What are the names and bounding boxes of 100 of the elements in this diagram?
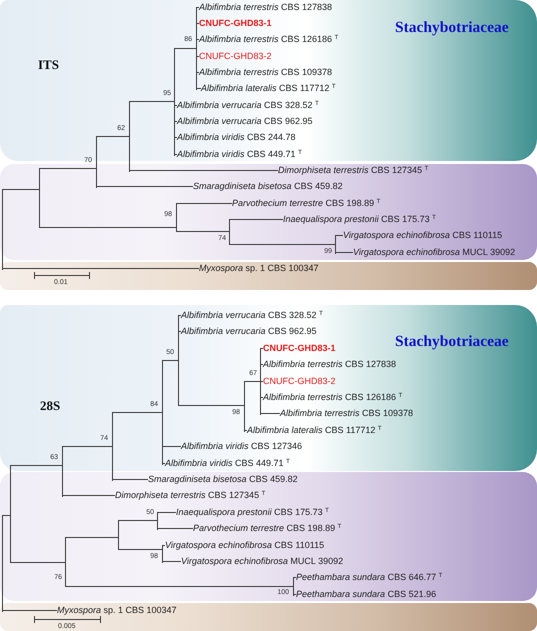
branch-line (162, 545, 166, 546)
branch-line (162, 463, 166, 464)
branch-line (174, 137, 178, 138)
branch-line (178, 405, 244, 406)
family-name: Stachybotriaceae (395, 333, 509, 351)
branch-line (196, 39, 200, 40)
node-line (196, 7, 197, 90)
taxon-label: Smaragdiniseta bisetosa CBS 459.82 (148, 474, 298, 485)
branch-line (112, 412, 162, 413)
branch-line (62, 446, 112, 447)
taxon-label: Peethambara sundara CBS 646.77 $^{T}$ (296, 572, 442, 584)
branch-line (196, 72, 200, 73)
taxon-label: Albifimbria terrestris CBS 127838 (263, 359, 396, 370)
branch-line (294, 594, 296, 595)
branch-line (336, 235, 344, 236)
taxon-label: Virgatospora echinofibrosa MUCL 39092 (353, 246, 516, 258)
taxon-label: Albifimbria verrucaria CBS 328.52 $^{T}$ (181, 310, 323, 321)
node-line (162, 360, 163, 465)
family-name: Stachybotriaceae (395, 19, 509, 37)
taxon-label: Albifimbria terrestris CBS 127838 (199, 2, 332, 12)
branch-line (260, 348, 264, 349)
branch-line (130, 170, 278, 171)
locus-label: 28S (40, 398, 60, 412)
node-line (178, 315, 179, 406)
taxon-label: Parvothecium terrestre CBS 198.89 $^{T}$ (193, 523, 342, 534)
branch-line (260, 381, 264, 382)
node-line (112, 412, 113, 481)
taxon-label: Inaequalispora prestonii CBS 175.73 $^{T}$ (176, 506, 329, 518)
node-line (229, 219, 230, 245)
taxon-label: Albifimbria verrucaria CBS 962.95 (181, 326, 317, 338)
taxon-label: CNUFC-GHD83-2 (263, 376, 336, 387)
taxon-label: Albifimbria viridis CBS 449.71 $^{T}$ (165, 458, 290, 469)
clade-band (0, 0, 537, 161)
branch-line (174, 154, 178, 155)
branch-line (260, 397, 264, 398)
node-line (244, 381, 245, 432)
node-line (162, 545, 163, 563)
taxon-label: Smaragdiniseta bisetosa CBS 459.82 (193, 181, 343, 192)
branch-line (196, 56, 200, 57)
branch-line (260, 364, 264, 365)
branch-line (118, 520, 158, 521)
node-line (96, 136, 97, 188)
taxon-label: Myxospora sp. 1 CBS 100347 (199, 263, 319, 274)
clade-band (0, 472, 537, 601)
taxon-label: CNUFC-GHD83-1 (199, 18, 272, 29)
node-line (118, 520, 119, 550)
taxon-label: Virgatospora echinofibrosa MUCL 39092 (181, 556, 344, 567)
branch-line (174, 48, 196, 49)
node-line (260, 348, 261, 415)
branch-line (176, 203, 232, 204)
branch-line (66, 537, 118, 538)
clade-band (0, 305, 537, 471)
branch-line (196, 23, 200, 24)
clade-band (0, 262, 537, 290)
branch-line (196, 88, 202, 89)
branch-line (62, 495, 116, 496)
taxon-label: Myxospora sp. 1 CBS 100347 (57, 605, 177, 616)
taxon-label: Albifimbria terrestris CBS 126186 $^{T}$ (199, 34, 338, 46)
branch-line (96, 136, 130, 137)
taxon-label: Albifimbria viridis CBS 127346 (181, 441, 302, 452)
branch-line (294, 577, 296, 578)
clade-band (0, 164, 537, 260)
taxon-label: Peethambara sundara CBS 521.96 (296, 588, 436, 600)
taxon-label: Albifimbria terrestris CBS 109378 (280, 408, 414, 420)
taxon-label: Albifimbria terrestris CBS 126186 $^{T}$ (263, 392, 402, 403)
node-line (39, 168, 40, 228)
branch-line (178, 331, 182, 332)
branch-line (2, 189, 40, 190)
node-line (157, 512, 158, 530)
taxon-label: Albifimbria viridis CBS 244.78 (177, 132, 296, 144)
branch-line (162, 561, 182, 562)
node-line (65, 537, 66, 587)
branch-line (260, 413, 280, 414)
node-line (10, 465, 11, 563)
node-line (2, 515, 3, 612)
node-line (176, 203, 177, 232)
node-line (174, 48, 175, 156)
branch-line (112, 479, 148, 480)
branch-line (196, 7, 200, 8)
branch-line (2, 268, 200, 269)
taxon-label: Albifimbria verrucaria CBS 962.95 (177, 116, 313, 127)
branch-line (2, 515, 10, 516)
branch-line (96, 186, 194, 187)
branch-line (40, 227, 176, 228)
node-line (293, 577, 294, 596)
branch-line (158, 528, 194, 529)
branch-line (118, 549, 162, 550)
taxon-label: CNUFC-GHD83-1 (263, 342, 336, 354)
branch-line (40, 168, 96, 169)
branch-line (174, 121, 178, 122)
branch-line (230, 219, 284, 220)
node-line (129, 101, 130, 172)
node-line (62, 446, 63, 497)
node-line (2, 189, 3, 270)
branch-line (244, 381, 260, 382)
taxon-label: Albifimbria lateralis CBS 117712 $^{T}$ (201, 83, 336, 94)
branch-line (66, 586, 294, 587)
taxon-label: Albifimbria terrestris CBS 109378 (199, 66, 332, 78)
taxon-label: Virgatospora echinofibrosa CBS 110115 (343, 230, 502, 242)
branch-line (174, 105, 178, 106)
